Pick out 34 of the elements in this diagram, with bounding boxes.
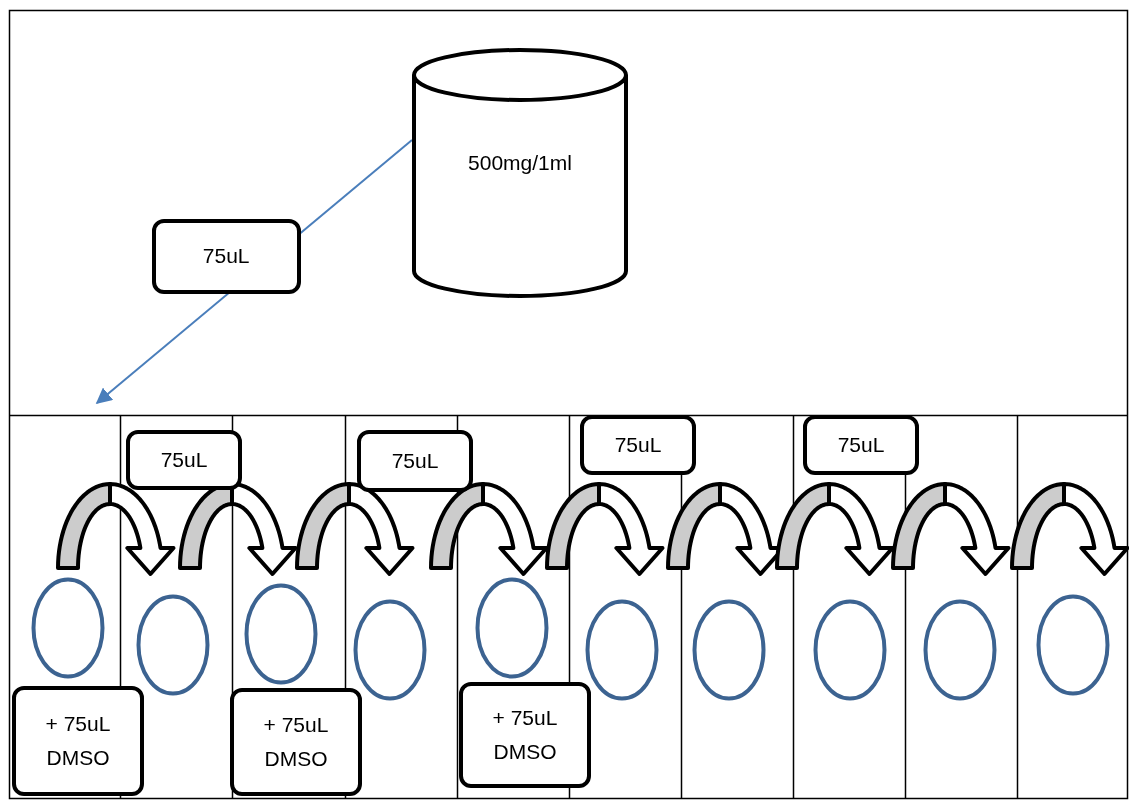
well-ellipse [475, 577, 549, 679]
curved-block-arrow [545, 482, 665, 576]
well-ellipse [31, 577, 105, 679]
curved-block-arrow [1010, 482, 1129, 576]
label-box [357, 430, 473, 492]
label-box [12, 686, 144, 796]
well-ellipse [923, 599, 997, 701]
well-ellipse [136, 594, 210, 696]
volume-text: + 75uL DMSO [491, 705, 559, 765]
volume-text: 75uL [391, 448, 439, 475]
curved-block-arrow [178, 482, 298, 576]
volume-text: + 75uL DMSO [44, 711, 112, 771]
volume-text: 75uL [160, 447, 208, 474]
curved-block-arrow [775, 482, 895, 576]
well-ellipse [244, 583, 318, 685]
edge-label: 75uL [151, 218, 301, 294]
well-ellipse [813, 599, 887, 701]
curved-block-arrow [891, 482, 1011, 576]
label-box [126, 430, 242, 490]
label-box [803, 415, 919, 475]
label-box [230, 688, 362, 796]
well-ellipse [1036, 594, 1110, 696]
volume-text: 75uL [614, 432, 662, 459]
curved-block-arrow [429, 482, 549, 576]
volume-text: + 75uL DMSO [262, 712, 330, 772]
curved-block-arrow [56, 482, 176, 576]
label-box [459, 682, 591, 788]
label-box [580, 415, 696, 475]
well-ellipse [585, 599, 659, 701]
well-ellipse [692, 599, 766, 701]
curved-block-arrow [295, 482, 415, 576]
well-ellipse [353, 599, 427, 701]
concentration-text: 500mg/1ml [468, 150, 572, 176]
volume-text: 75uL [837, 432, 885, 459]
